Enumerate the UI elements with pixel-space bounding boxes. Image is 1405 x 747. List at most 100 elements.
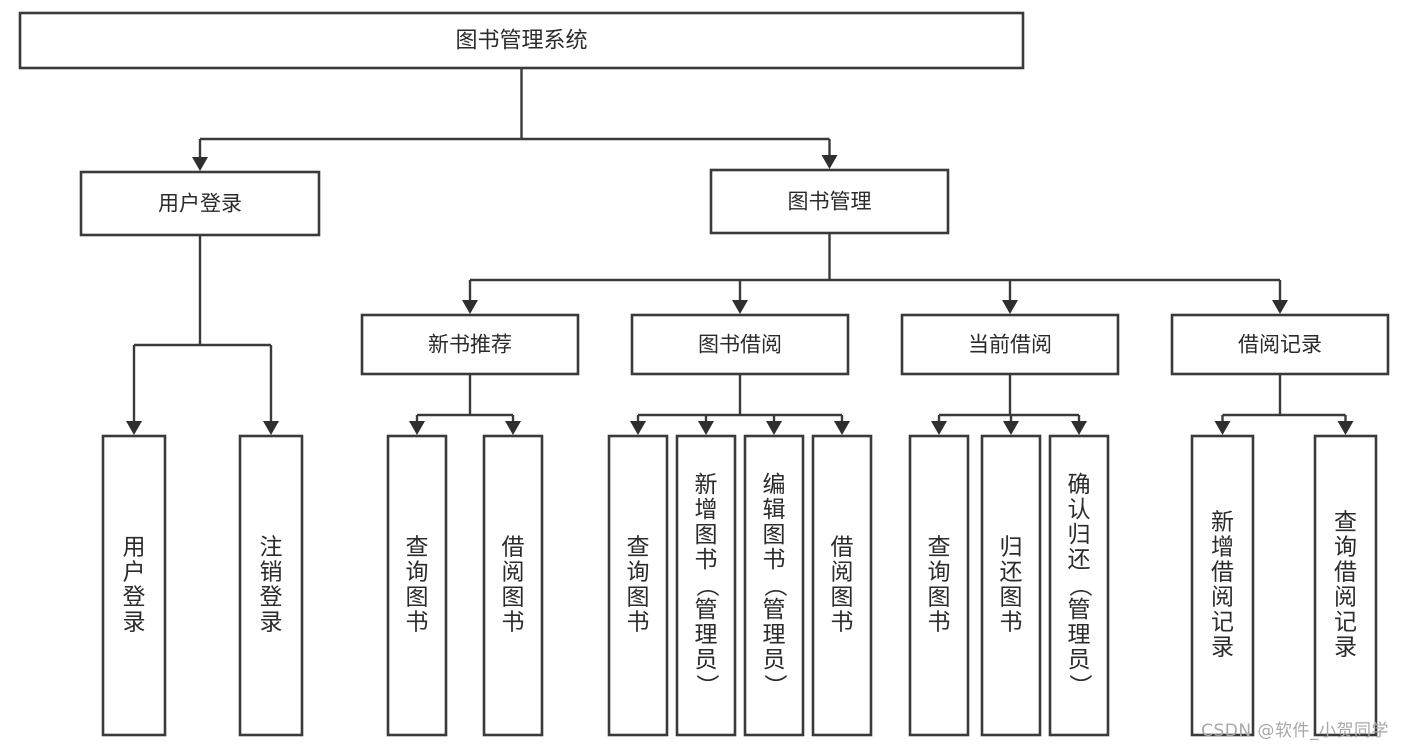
leaf-arrow-用户登录-0-head <box>126 421 142 435</box>
leaf-node-5-新增图书管理员-char: 员 <box>695 647 718 673</box>
level3-node-当前借阅-label: 当前借阅 <box>968 333 1052 357</box>
leaf-node-3-借阅图书-char: 图 <box>502 585 525 611</box>
leaf-node-2-查询图书[interactable] <box>386 434 448 737</box>
leaf-node-6-编辑图书管理员-char: 书 <box>763 547 786 573</box>
leaf-node-10-确认归还管理员-char: 还 <box>1068 547 1091 573</box>
leaf-node-12-查询借阅记录-char: 询 <box>1334 535 1357 561</box>
leaf-node-8-查询图书-char: 图 <box>928 585 951 611</box>
leaf-node-0-用户登录-char: 登 <box>123 585 146 611</box>
leaf-node-0-用户登录-char: 用 <box>123 535 146 561</box>
leaf-node-11-新增借阅记录-char: 增 <box>1211 535 1234 561</box>
leaf-node-6-编辑图书管理员-char: 员 <box>763 647 786 673</box>
leaf-node-9-归还图书-char: 书 <box>1000 610 1023 636</box>
leaf-node-10-确认归还管理员-char: 员 <box>1068 647 1091 673</box>
leaf-node-5-新增图书管理员-char: 图 <box>695 522 718 548</box>
leaf-node-5-新增图书管理员-char: 管 <box>695 597 718 623</box>
leaf-node-6-编辑图书管理员-char: ） <box>762 674 788 697</box>
leaf-node-1-注销登录-char: 录 <box>260 610 283 636</box>
leaf-node-5-新增图书管理员-char: （ <box>694 574 720 597</box>
leaf-node-7-借阅图书-char: 书 <box>831 610 854 636</box>
level3-arrow-借阅记录-head <box>1272 300 1288 314</box>
leaf-node-0-用户登录-char: 户 <box>123 560 146 586</box>
leaf-node-6-编辑图书管理员[interactable] <box>743 434 805 737</box>
leaf-node-12-查询借阅记录[interactable] <box>1313 434 1378 737</box>
leaf-arrow-图书借阅-0-head <box>630 421 646 435</box>
level3-arrow-新书推荐-head <box>462 300 478 314</box>
leaf-node-4-查询图书[interactable] <box>607 434 669 737</box>
connector-lines <box>126 68 1354 435</box>
leaf-node-11-新增借阅记录-char: 录 <box>1211 635 1234 661</box>
level2-node-图书管理[interactable] <box>709 168 950 235</box>
leaf-node-5-新增图书管理员-char: 增 <box>695 497 718 523</box>
leaf-node-7-借阅图书-char: 借 <box>831 535 854 561</box>
leaf-node-5-新增图书管理员-char: ） <box>694 674 720 697</box>
level2-node-用户登录[interactable] <box>79 170 321 237</box>
leaf-node-10-确认归还管理员-char: 认 <box>1068 497 1091 523</box>
leaf-node-5-新增图书管理员-char: 理 <box>695 622 718 648</box>
node-boxes <box>18 11 1390 737</box>
leaf-node-4-查询图书-char: 图 <box>627 585 650 611</box>
leaf-arrow-当前借阅-1-head <box>1003 421 1019 435</box>
leaf-node-8-查询图书[interactable] <box>908 434 970 737</box>
leaf-node-0-用户登录[interactable] <box>101 434 167 737</box>
leaf-node-12-查询借阅记录-char: 记 <box>1334 610 1357 636</box>
leaf-node-6-编辑图书管理员-char: 理 <box>763 622 786 648</box>
leaf-node-9-归还图书-char: 图 <box>1000 585 1023 611</box>
leaf-node-12-查询借阅记录-char: 阅 <box>1334 585 1357 611</box>
leaf-node-12-查询借阅记录-char: 查 <box>1334 510 1357 536</box>
leaf-node-3-借阅图书-char: 书 <box>502 610 525 636</box>
leaf-node-4-查询图书-char: 询 <box>627 560 650 586</box>
leaf-arrow-借阅记录-0-head <box>1214 421 1231 435</box>
leaf-node-4-查询图书-char: 书 <box>627 610 650 636</box>
leaf-node-5-新增图书管理员[interactable] <box>675 434 737 737</box>
level3-node-当前借阅[interactable] <box>900 313 1120 376</box>
leaf-node-10-确认归还管理员-char: （ <box>1067 574 1093 597</box>
level3-node-新书推荐[interactable] <box>360 313 580 376</box>
leaf-node-2-查询图书-char: 询 <box>406 560 429 586</box>
leaf-node-12-查询借阅记录-char: 借 <box>1334 560 1357 586</box>
leaf-node-9-归还图书-char: 归 <box>1000 535 1023 561</box>
level3-arrow-当前借阅-head <box>1002 300 1018 314</box>
node-labels: 图书管理系统用户登录图书管理新书推荐图书借阅当前借阅借阅记录用户登录注销登录查询… <box>123 29 1358 698</box>
leaf-node-11-新增借阅记录-char: 记 <box>1211 610 1234 636</box>
level3-node-图书借阅[interactable] <box>630 313 850 376</box>
leaf-node-7-借阅图书-char: 阅 <box>831 560 854 586</box>
level3-node-借阅记录[interactable] <box>1170 313 1390 376</box>
leaf-node-0-用户登录-char: 录 <box>123 610 146 636</box>
leaf-node-1-注销登录[interactable] <box>238 434 304 737</box>
leaf-node-11-新增借阅记录-char: 阅 <box>1211 585 1234 611</box>
leaf-node-5-新增图书管理员-char: 新 <box>695 472 718 498</box>
root-node-图书管理系统[interactable] <box>18 11 1025 70</box>
leaf-node-3-借阅图书-char: 借 <box>502 535 525 561</box>
level3-node-新书推荐-label: 新书推荐 <box>428 333 512 357</box>
leaf-arrow-新书推荐-1-head <box>505 421 521 435</box>
leaf-node-3-借阅图书[interactable] <box>482 434 544 737</box>
level2-arrow-图书管理-head <box>821 155 838 169</box>
leaf-arrow-用户登录-1-head <box>263 421 279 435</box>
leaf-node-7-借阅图书[interactable] <box>811 434 873 737</box>
leaf-arrow-图书借阅-3-head <box>834 421 850 435</box>
root-node-图书管理系统-label: 图书管理系统 <box>455 29 587 54</box>
leaf-node-6-编辑图书管理员-char: （ <box>762 574 788 597</box>
leaf-arrow-当前借阅-2-head <box>1071 421 1087 435</box>
leaf-node-3-借阅图书-char: 阅 <box>502 560 525 586</box>
leaf-node-1-注销登录-char: 登 <box>260 585 283 611</box>
leaf-node-2-查询图书-char: 书 <box>406 610 429 636</box>
leaf-node-8-查询图书-char: 查 <box>928 535 951 561</box>
leaf-node-6-编辑图书管理员-char: 图 <box>763 522 786 548</box>
leaf-node-10-确认归还管理员-char: 确 <box>1068 472 1091 498</box>
leaf-node-2-查询图书-char: 查 <box>406 535 429 561</box>
leaf-node-9-归还图书[interactable] <box>980 434 1042 737</box>
leaf-arrow-当前借阅-0-head <box>931 421 947 435</box>
level2-node-用户登录-label: 用户登录 <box>158 192 242 216</box>
level2-node-图书管理-label: 图书管理 <box>788 190 872 214</box>
leaf-node-11-新增借阅记录-char: 新 <box>1211 510 1234 536</box>
leaf-arrow-借阅记录-1-head <box>1337 421 1354 435</box>
level2-arrow-用户登录-head <box>192 157 208 171</box>
leaf-arrow-新书推荐-0-head <box>409 421 425 435</box>
leaf-node-10-确认归还管理员[interactable] <box>1048 434 1110 737</box>
leaf-node-11-新增借阅记录[interactable] <box>1190 434 1255 737</box>
leaf-node-8-查询图书-char: 书 <box>928 610 951 636</box>
leaf-node-7-借阅图书-char: 图 <box>831 585 854 611</box>
